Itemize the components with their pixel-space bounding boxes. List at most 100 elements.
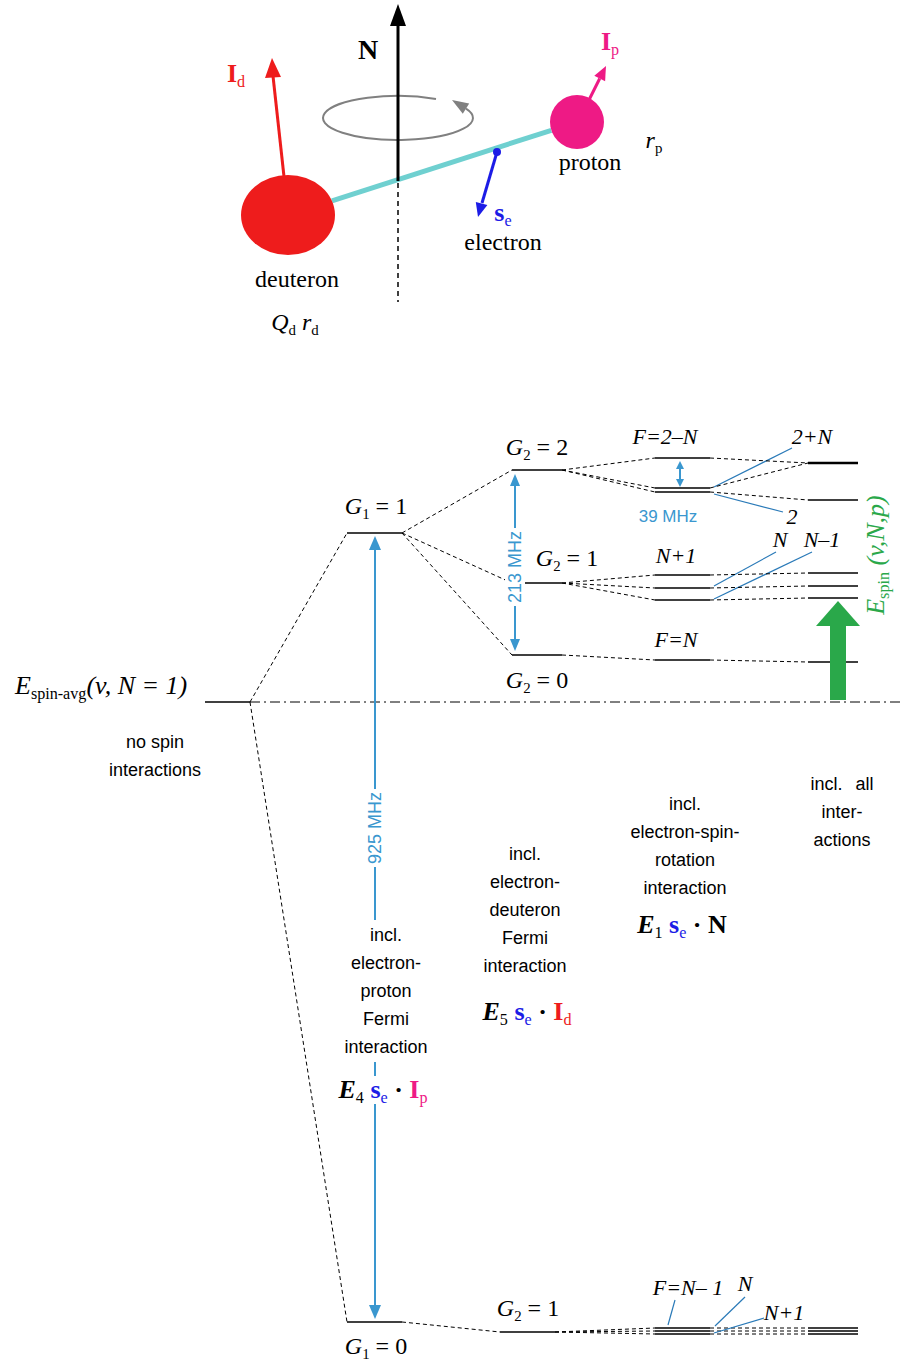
quantum-number: N: [773, 529, 788, 551]
correlation-line: [710, 1331, 808, 1332]
quantum-number-part: N+1: [764, 1300, 805, 1325]
hamiltonian-term-part: I: [553, 997, 563, 1026]
spin-symbol-part: I: [601, 27, 611, 56]
leader-line: [714, 552, 812, 599]
correlation-line: [710, 492, 808, 500]
correlation-line: [710, 458, 808, 463]
level-line: [655, 487, 710, 489]
level-line: [808, 585, 858, 587]
proton-circle: proton: [550, 95, 604, 149]
correlation-line: [710, 1334, 808, 1335]
correlation-line: [555, 1332, 655, 1334]
arrowhead: [510, 639, 520, 651]
leader-line: [714, 552, 776, 586]
level-line: [808, 462, 858, 465]
annotation-text: incl. all inter- actions: [807, 770, 877, 854]
level-line: [808, 597, 858, 599]
quantum-number: G2= 2: [506, 435, 568, 459]
frequency-label: 925 MHz: [365, 789, 385, 867]
quantum-number: F=N: [655, 629, 698, 651]
frequency-label: 39 MHz: [639, 508, 698, 525]
hamiltonian-term-part: p: [419, 1089, 427, 1106]
level-line: [808, 1327, 858, 1329]
hamiltonian-term-part: d: [563, 1011, 571, 1028]
level-line: [808, 1330, 858, 1332]
arrowhead: [676, 479, 684, 487]
quantum-number-part: G: [497, 1295, 514, 1321]
spin-symbol-part: I: [227, 59, 237, 88]
energy-label: Espin(v,N,p): [863, 495, 889, 615]
quantum-number: 2+N: [792, 426, 833, 448]
arrowhead: [510, 474, 520, 486]
quantum-number-part: = 0: [376, 1333, 408, 1359]
hamiltonian-term-part: ·: [538, 997, 547, 1026]
quantum-number-part: F=2–N: [633, 424, 698, 449]
axis-dashed: [397, 183, 399, 302]
level-line: [512, 654, 562, 656]
spin-symbol: se: [494, 200, 511, 226]
particle-name: proton: [559, 150, 622, 174]
hamiltonian-term-part: e: [679, 924, 686, 941]
quantum-number-part: = 2: [537, 434, 569, 460]
quantum-number-part: 2: [523, 447, 530, 463]
correlation-line: [710, 573, 808, 575]
quantum-number-part: G: [506, 434, 523, 460]
quantum-number: F=2–N: [633, 426, 698, 448]
level-line: [655, 574, 710, 576]
leader-line: [714, 494, 783, 512]
correlation-line: [562, 655, 655, 660]
hamiltonian-term-part: s: [514, 997, 524, 1026]
hamiltonian-term-part: s: [370, 1075, 380, 1104]
spin-energy-arrowhead: [816, 601, 860, 626]
arrowhead: [369, 536, 381, 550]
quantum-number-part: G: [345, 1333, 362, 1359]
energy-label-part: (v,N,p): [861, 495, 890, 565]
level-line: [655, 491, 710, 493]
hamiltonian-term: E5se·Id: [482, 999, 571, 1025]
quantum-number-part: 2: [787, 504, 798, 529]
quantum-number: N+1: [764, 1302, 805, 1324]
frequency-label: 213 MHz: [505, 528, 525, 606]
quantum-number-part: N: [738, 1271, 753, 1296]
arrowhead: [369, 1305, 381, 1319]
energy-label-part: (v, N = 1): [86, 671, 187, 700]
axis-symbol: N: [358, 36, 378, 64]
level-line: [500, 1331, 555, 1333]
nucleus-parameters: Qdrd: [271, 310, 319, 334]
hamiltonian-term-part: ·: [394, 1075, 403, 1104]
level-line: [655, 457, 710, 459]
correlation-line: [710, 463, 808, 488]
rotation-arrowhead: [452, 100, 469, 114]
spin-symbol: Id: [227, 61, 245, 87]
nucleus-parameters-part: r: [302, 309, 311, 335]
level-line: [655, 587, 710, 589]
hamiltonian-term-part: 1: [655, 924, 663, 941]
quantum-number: G1= 1: [345, 494, 407, 518]
leader-line: [714, 1318, 764, 1333]
quantum-number-part: N: [773, 527, 788, 552]
radius-symbol-part: r: [646, 127, 655, 153]
correlation-line: [710, 598, 808, 600]
bond-line: [332, 130, 551, 201]
correlation-line: [562, 458, 655, 470]
quantum-number-part: F=N– 1: [653, 1275, 723, 1300]
deuteron-ellipse: deuteron: [241, 175, 335, 255]
electron-spin-arrow: [482, 152, 497, 203]
annotation-text: incl. electron-spin-rotation interaction: [629, 790, 741, 902]
hamiltonian-term-part: E: [482, 997, 499, 1026]
nucleus-parameters-part: Q: [271, 309, 288, 335]
hamiltonian-term-part: N: [708, 910, 727, 939]
level-line: [655, 1330, 710, 1332]
hamiltonian-term-part: E: [637, 910, 654, 939]
hamiltonian-term-part: 5: [500, 1011, 508, 1028]
electron-spin-arrowhead: [476, 202, 488, 217]
annotation-text: no spin interactions: [105, 728, 205, 784]
quantum-number: G2= 1: [497, 1296, 559, 1320]
quantum-number-part: = 1: [376, 493, 408, 519]
quantum-number: F=N– 1: [653, 1277, 723, 1299]
correlation-line: [562, 470, 655, 488]
correlation-line: [250, 533, 347, 702]
leader-line: [715, 1297, 745, 1326]
leader-line: [668, 1300, 675, 1325]
